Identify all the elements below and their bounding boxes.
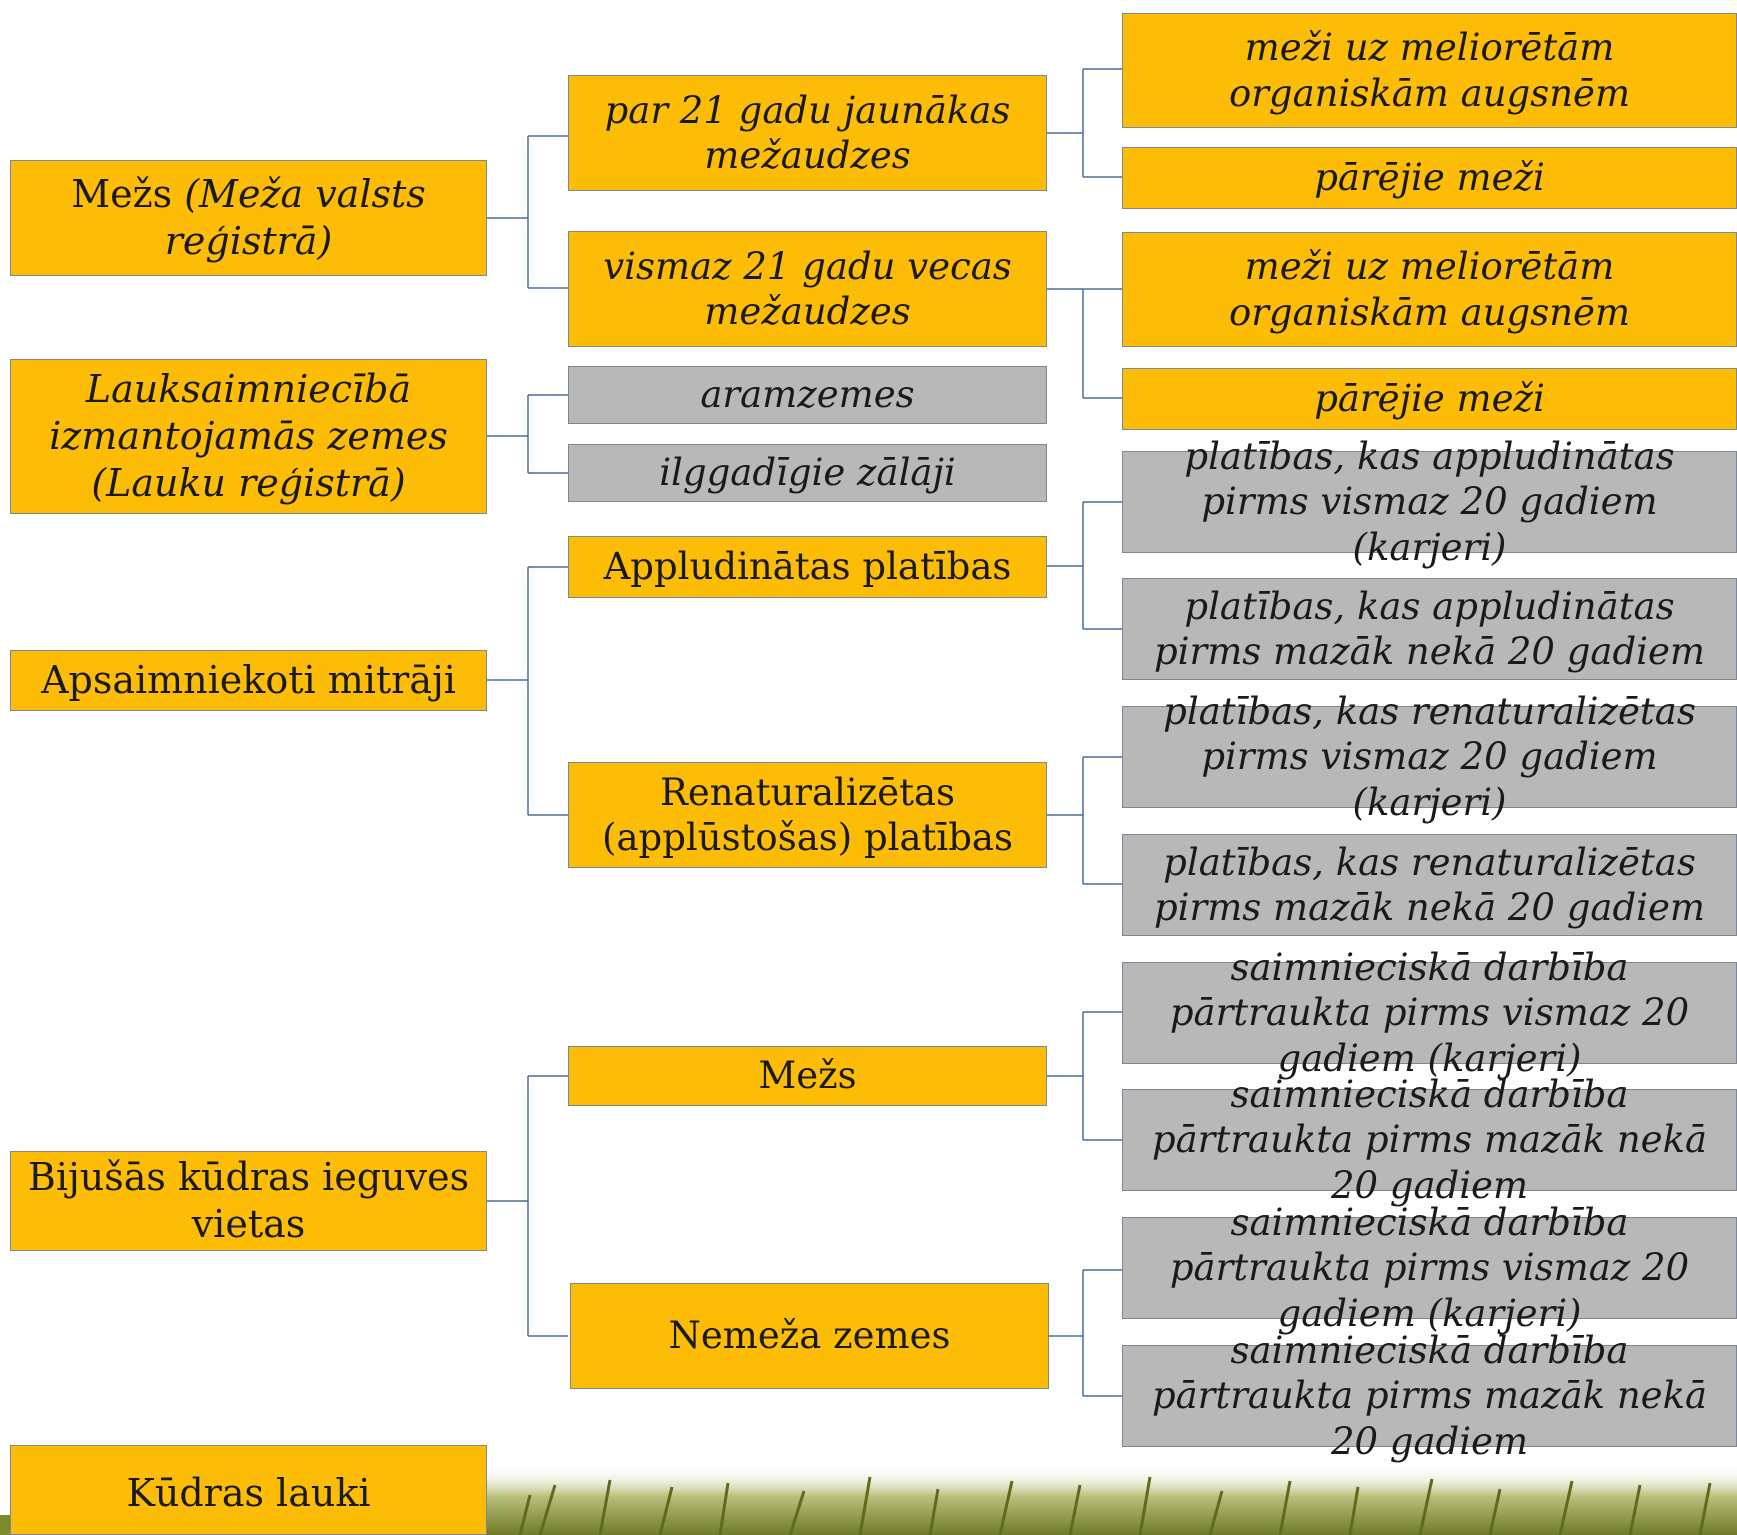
forest-category-box: Mežs (Meža valsts reģistrā) [10,160,487,276]
non-forest-under20-label: saimnieciskā darbība pārtraukta pirms ma… [1151,1328,1708,1463]
renatured-areas-box: Renaturalizētas (applūstošas) platības [568,762,1047,868]
renatured-20plus-label: platības, kas renaturalizētas pirms vism… [1163,689,1696,824]
young-stands-label: par 21 gadu jaunākas mežaudzes [604,88,1011,178]
flooded-areas-label: Appludinātas platības [603,545,1012,589]
old-stands-box: vismaz 21 gadu vecas mežaudzes [568,231,1047,347]
agricultural-land-box: Lauksaimniecībā izmantojamās zemes (Lauk… [10,359,487,514]
arable-land-label: aramzemes [700,373,915,417]
young-stands-box: par 21 gadu jaunākas mežaudzes [568,75,1047,191]
grassland-box: ilggadīgie zālāji [568,444,1047,502]
renatured-under20-box: platības, kas renaturalizētas pirms mazā… [1122,834,1737,936]
peat-forest-box: Mežs [568,1046,1047,1106]
renatured-under20-label: platības, kas renaturalizētas pirms mazā… [1154,840,1705,930]
agricultural-land-label: Lauksaimniecībā izmantojamās zemes (Lauk… [49,367,448,505]
flooded-20plus-box: platības, kas appludinātas pirms vismaz … [1122,435,1737,569]
flooded-under20-box: platības, kas appludinātas pirms mazāk n… [1122,578,1737,680]
peat-forest-20plus-label: saimnieciskā darbība pārtraukta pirms vi… [1169,945,1690,1080]
renatured-areas-label: Renaturalizētas (applūstošas) platības [602,770,1013,860]
arable-land-box: aramzemes [568,366,1047,424]
peat-forest-under20-box: saimnieciskā darbība pārtraukta pirms ma… [1122,1073,1737,1207]
old-organic-soil-forest-box: meži uz meliorētām organiskām augsnēm [1122,232,1737,347]
peat-forest-under20-label: saimnieciskā darbība pārtraukta pirms ma… [1151,1072,1708,1207]
non-forest-land-box: Nemeža zemes [570,1283,1049,1389]
old-other-forest-box: pārējie meži [1122,368,1737,430]
old-stands-label: vismaz 21 gadu vecas mežaudzes [603,244,1012,334]
flooded-20plus-label: platības, kas appludinātas pirms vismaz … [1184,434,1675,569]
peat-forest-label: Mežs [758,1054,857,1098]
non-forest-under20-box: saimnieciskā darbība pārtraukta pirms ma… [1122,1329,1737,1463]
former-peat-sites-box: Bijušās kūdras ieguves vietas [10,1151,487,1251]
peat-forest-20plus-box: saimnieciskā darbība pārtraukta pirms vi… [1122,946,1737,1080]
peat-fields-box: Kūdras lauki [10,1445,487,1535]
flooded-areas-box: Appludinātas platības [568,536,1047,598]
non-forest-20plus-label: saimnieciskā darbība pārtraukta pirms vi… [1169,1200,1690,1335]
forest-category-label: Mežs [71,172,185,217]
old-organic-soil-forest-label: meži uz meliorētām organiskām augsnēm [1228,245,1631,334]
young-organic-soil-forest-label: meži uz meliorētām organiskām augsnēm [1228,26,1631,115]
grassland-label: ilggadīgie zālāji [659,451,956,495]
young-other-forest-box: pārējie meži [1122,147,1737,209]
peat-fields-label: Kūdras lauki [126,1471,371,1515]
managed-wetlands-label: Apsaimniekoti mitrāji [41,658,456,703]
non-forest-20plus-box: saimnieciskā darbība pārtraukta pirms vi… [1122,1201,1737,1335]
renatured-20plus-box: platības, kas renaturalizētas pirms vism… [1122,690,1737,824]
young-organic-soil-forest-box: meži uz meliorētām organiskām augsnēm [1122,13,1737,128]
managed-wetlands-box: Apsaimniekoti mitrāji [10,650,487,711]
old-other-forest-label: pārējie meži [1314,377,1545,421]
non-forest-land-label: Nemeža zemes [668,1314,951,1358]
flooded-under20-label: platības, kas appludinātas pirms mazāk n… [1154,584,1705,674]
young-other-forest-label: pārējie meži [1314,156,1545,200]
forest-registry-label: (Meža valsts reģistrā) [164,172,426,263]
former-peat-sites-label: Bijušās kūdras ieguves vietas [27,1155,470,1246]
